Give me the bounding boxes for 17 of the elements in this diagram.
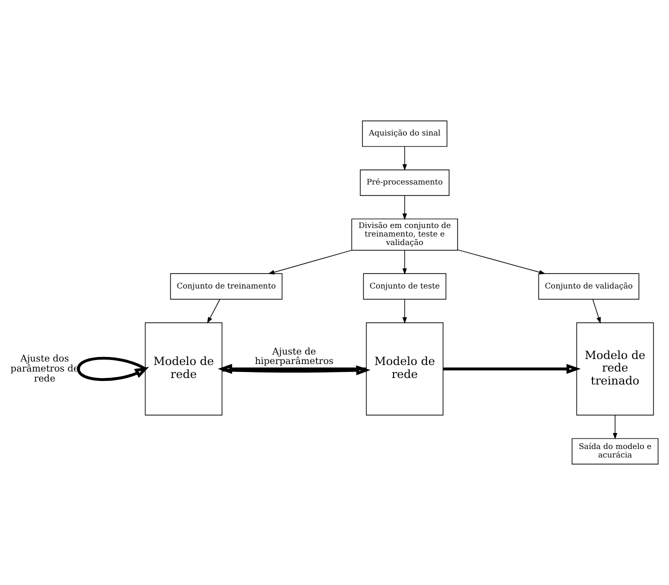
arrow [402, 299, 407, 324]
arrow [402, 146, 407, 171]
arrow [612, 415, 618, 440]
arrow [207, 299, 220, 324]
edge-label: Ajuste de hiperparâmetros [254, 346, 334, 368]
arrow [457, 249, 546, 274]
node-box: Modelo de rede [366, 322, 444, 416]
arrow [77, 356, 150, 381]
node-box: Modelo de rede treinado [576, 322, 654, 416]
arrow [402, 250, 407, 275]
arrow [222, 365, 370, 376]
arrow [268, 250, 352, 274]
node-box: Modelo de rede [144, 322, 222, 416]
arrow [402, 195, 407, 220]
arrow [443, 364, 581, 374]
arrow [592, 299, 601, 324]
arrow [218, 364, 366, 374]
